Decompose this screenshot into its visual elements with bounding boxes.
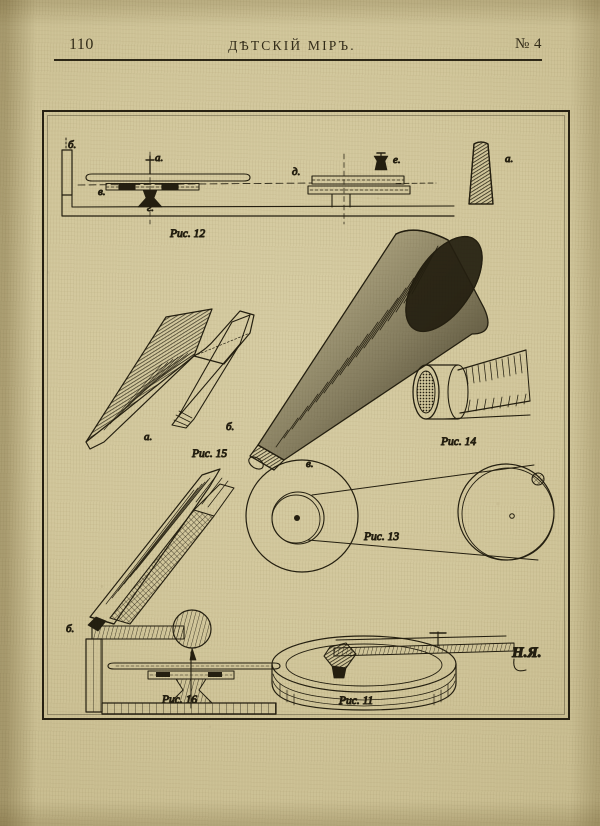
figure-horn-v [248,229,489,471]
caption-fig15: Рис. 15 [191,448,227,460]
figure-13 [245,459,555,573]
label-fig16-b: б. [66,623,74,635]
caption-fig11: Рис. 11 [338,695,373,707]
header-rule [54,59,542,61]
figure-16 [85,468,281,715]
page-number: 110 [69,36,94,53]
label-fig12-v: в. [98,186,106,198]
caption-fig12: Рис. 12 [169,228,205,240]
illustration-plate: б. а. в. г. д. е. а. Рис. 12 [42,110,570,720]
label-fig15-a: а. [144,431,152,443]
caption-fig16: Рис. 16 [161,694,197,706]
figure-11 [271,631,515,711]
label-horn-v: в. [306,458,314,470]
artist-signature: Н.Я. [511,645,542,661]
issue-number: № 4 [514,36,542,52]
magazine-title: ДѢТСКІЙ МІРЪ. [228,38,356,53]
label-fig12-e: е. [393,154,401,166]
figure-15 [85,308,255,450]
label-fig12-a: а. [155,152,163,164]
figure-12 [61,137,494,225]
label-fig12-g: г. [147,202,154,214]
label-fig12-d: д. [292,166,300,178]
label-fig12-b: б. [68,139,76,151]
caption-fig14: Рис. 14 [440,436,476,448]
running-head: 110 ДѢТСКІЙ МІРЪ. № 4 [42,36,542,61]
caption-fig13: Рис. 13 [363,531,399,543]
label-fig12-a2: а. [505,153,513,165]
figure-14 [412,349,531,420]
label-fig15-b: б. [226,421,234,433]
